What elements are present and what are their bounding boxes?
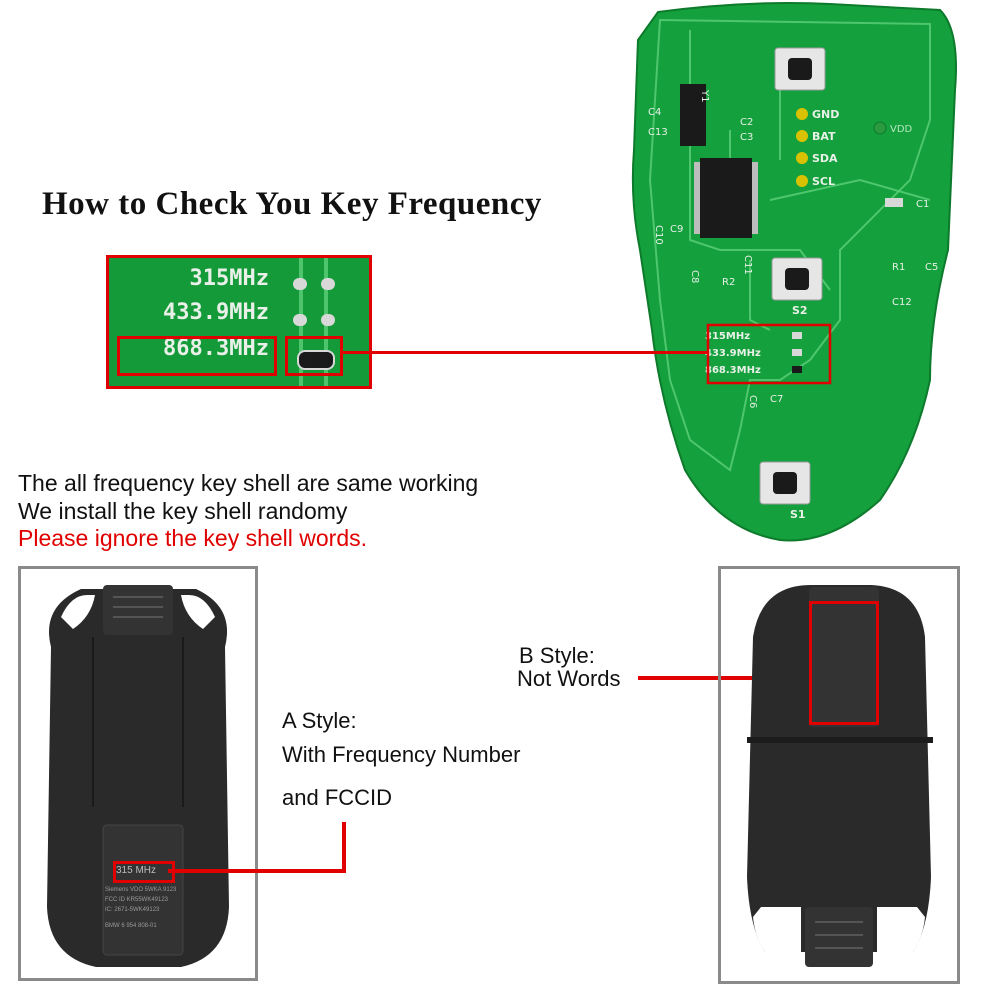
svg-text:C11: C11 bbox=[742, 255, 753, 275]
note-line-3-warning: Please ignore the key shell words. bbox=[18, 525, 368, 551]
s3-switch-icon bbox=[774, 47, 826, 91]
svg-text:C10: C10 bbox=[653, 225, 664, 245]
note-line-1: The all frequency key shell are same wor… bbox=[18, 470, 479, 496]
pcb-label-y1: Y1 bbox=[699, 89, 710, 102]
svg-text:C3: C3 bbox=[740, 132, 753, 143]
sticker-line-2: FCC ID KR55WK49123 bbox=[105, 897, 169, 903]
style-a-label-line1: A Style: bbox=[282, 708, 357, 733]
zoom-jumper-highlight bbox=[285, 336, 343, 376]
pin-label-sda: SDA bbox=[812, 152, 838, 165]
svg-text:R1: R1 bbox=[892, 262, 905, 273]
pcb-board-image: Y1 GND BAT SDA SCL VDD C4 C13 C2 C3 C10 … bbox=[631, 2, 957, 542]
style-a-label-line2: With Frequency Number bbox=[282, 742, 521, 767]
s2-switch-icon bbox=[771, 257, 823, 301]
sticker-line-1: Siemens VDO 5WKA 9123 bbox=[105, 887, 177, 893]
style-a-frame: 315 MHz Siemens VDO 5WKA 9123 FCC ID KR5… bbox=[18, 566, 258, 981]
zoom-freq-433: 433.9MHz bbox=[163, 300, 269, 325]
style-b-blank-highlight bbox=[809, 601, 879, 725]
pcb-freq-433: 433.9MHz bbox=[705, 348, 761, 359]
svg-text:C7: C7 bbox=[770, 394, 783, 405]
svg-text:C2: C2 bbox=[740, 117, 753, 128]
svg-text:C8: C8 bbox=[689, 270, 700, 283]
svg-text:C1: C1 bbox=[916, 199, 929, 210]
pin-label-bat: BAT bbox=[812, 130, 836, 143]
style-a-label-line3: and FCCID bbox=[282, 785, 393, 810]
style-b-label-line2: Not Words bbox=[517, 666, 621, 691]
sticker-freq: 315 MHz bbox=[116, 865, 157, 876]
note-line-2: We install the key shell randomy bbox=[18, 498, 348, 524]
zoom-freq-868: 868.3MHz bbox=[163, 336, 269, 361]
style-b-frame bbox=[718, 566, 960, 984]
zoom-freq-315: 315MHz bbox=[189, 266, 269, 291]
svg-text:C12: C12 bbox=[892, 297, 912, 308]
style-a-key-image bbox=[47, 585, 229, 967]
pcb-pins bbox=[796, 108, 808, 187]
svg-text:C13: C13 bbox=[648, 127, 668, 138]
style-a-connector-vertical bbox=[342, 822, 346, 872]
pcb-freq-868: 868.3MHz bbox=[705, 365, 761, 376]
pin-label-scl: SCL bbox=[812, 175, 835, 188]
sticker-line-4: BMW 6 954 808-01 bbox=[105, 923, 157, 929]
pin-label-vdd: VDD bbox=[890, 124, 913, 135]
sticker-line-3: IC: 2671-5WK49123 bbox=[105, 907, 160, 913]
style-b-label-line1: B Style: bbox=[519, 643, 595, 668]
svg-text:C4: C4 bbox=[648, 107, 661, 118]
style-b-key-image bbox=[747, 585, 933, 967]
pcb-chip-icon bbox=[694, 158, 758, 238]
pcb-freq-315: 315MHz bbox=[705, 331, 750, 342]
svg-text:C9: C9 bbox=[670, 224, 683, 235]
page-title: How to Check You Key Frequency bbox=[42, 186, 542, 222]
pin-label-gnd: GND bbox=[812, 108, 839, 121]
style-b-connector bbox=[638, 676, 808, 680]
pcb-label-s1: S1 bbox=[790, 508, 806, 521]
style-a-connector-horizontal bbox=[168, 869, 346, 873]
zoom-868-highlight bbox=[117, 336, 277, 376]
svg-text:C6: C6 bbox=[747, 395, 758, 408]
s1-switch-icon bbox=[759, 461, 811, 505]
frequency-zoom-inset: 315MHz 433.9MHz 868.3MHz bbox=[106, 255, 372, 389]
pcb-label-s2: S2 bbox=[792, 304, 808, 317]
pcb-frequency-highlight-box bbox=[706, 323, 832, 385]
svg-text:R2: R2 bbox=[722, 277, 735, 288]
svg-text:C5: C5 bbox=[925, 262, 938, 273]
inset-connector-line bbox=[340, 351, 708, 354]
